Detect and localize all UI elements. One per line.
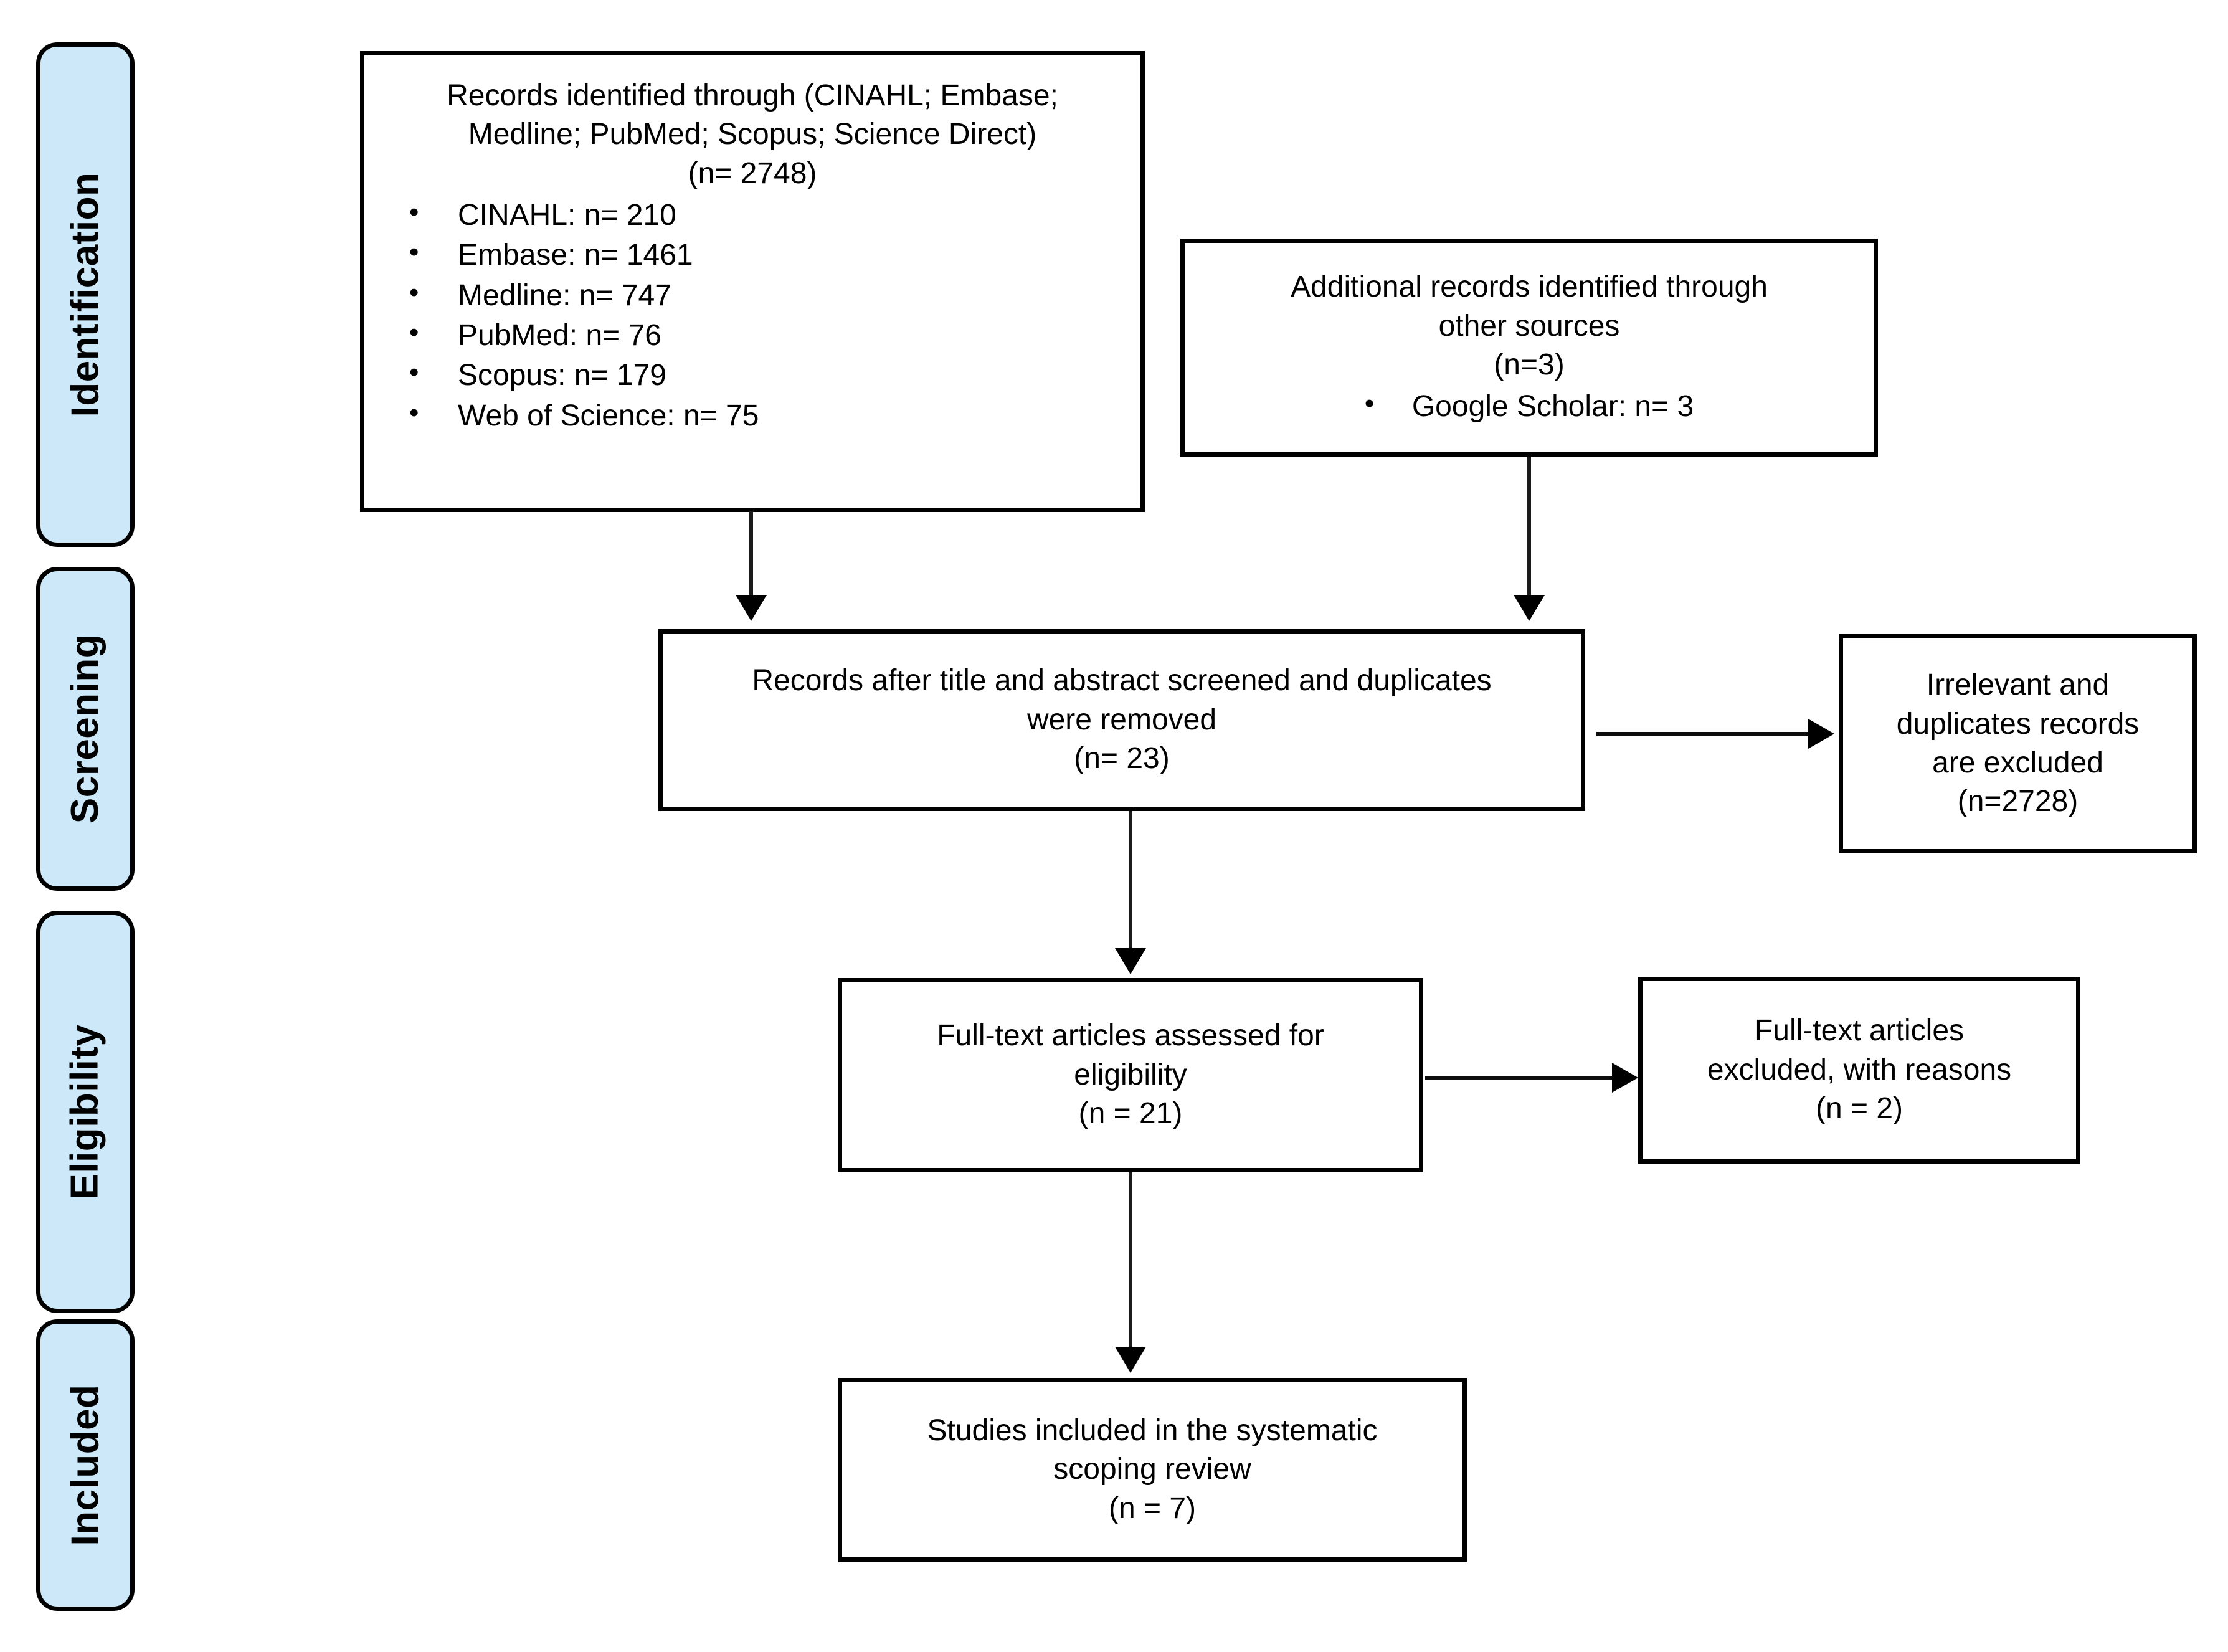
irrelevant-excluded-title: Irrelevant and duplicates records are ex… <box>1896 668 2140 779</box>
list-item: Embase: n= 1461 <box>409 234 1140 275</box>
fulltext-excluded-title: Full-text articles excluded, with reason… <box>1707 1014 2012 1086</box>
fulltext-excluded-count: (n = 2) <box>1815 1092 1903 1126</box>
fulltext-assessed-count: (n = 21) <box>1078 1097 1183 1131</box>
list-item: Scopus: n= 179 <box>409 354 1140 396</box>
list-item: PubMed: n= 76 <box>409 315 1140 356</box>
connector-screening-to-fulltext <box>1129 811 1132 951</box>
stage-label-identification: Identification <box>64 172 107 417</box>
records-identified-count: (n= 2748) <box>688 156 817 190</box>
connector-fulltext-to-included <box>1129 1172 1132 1350</box>
fulltext-assessed-title: Full-text articles assessed for eligibil… <box>937 1019 1324 1091</box>
irrelevant-excluded-count: (n=2728) <box>1957 785 2079 819</box>
arrowhead-additional-to-screening <box>1514 595 1545 621</box>
stage-pill-screening: Screening <box>36 567 135 891</box>
connector-records-to-screening <box>749 511 753 598</box>
connector-additional-to-screening <box>1527 457 1531 598</box>
arrowhead-fulltext-to-excluded <box>1612 1063 1638 1093</box>
additional-records-title: Additional records identified through ot… <box>1291 270 1768 343</box>
stage-pill-identification: Identification <box>36 42 135 547</box>
records-after-screening-title: Records after title and abstract screene… <box>752 664 1492 736</box>
arrowhead-fulltext-to-included <box>1115 1347 1146 1373</box>
box-records-identified: Records identified through (CINAHL; Emba… <box>360 51 1145 512</box>
box-fulltext-excluded: Full-text articles excluded, with reason… <box>1638 977 2080 1164</box>
arrowhead-screening-to-excluded <box>1808 719 1834 749</box>
list-item: Medline: n= 747 <box>409 275 1140 316</box>
records-after-screening-count: (n= 23) <box>1074 742 1170 776</box>
stage-label-included: Included <box>64 1384 107 1546</box>
box-irrelevant-excluded: Irrelevant and duplicates records are ex… <box>1839 634 2197 853</box>
records-identified-source-list: CINAHL: n= 210 Embase: n= 1461 Medline: … <box>364 194 1140 436</box>
box-records-after-screening: Records after title and abstract screene… <box>658 629 1585 811</box>
box-additional-records: Additional records identified through ot… <box>1180 239 1878 457</box>
box-studies-included: Studies included in the systematic scopi… <box>838 1378 1467 1562</box>
list-item: Web of Science: n= 75 <box>409 395 1140 436</box>
studies-included-title: Studies included in the systematic scopi… <box>927 1413 1378 1486</box>
connector-fulltext-to-excluded <box>1425 1076 1616 1080</box>
stage-pill-included: Included <box>36 1319 135 1611</box>
stage-label-screening: Screening <box>64 634 107 824</box>
list-item: CINAHL: n= 210 <box>409 194 1140 235</box>
additional-records-source-list: Google Scholar: n= 3 <box>1185 386 1874 427</box>
stage-pill-eligibility: Eligibility <box>36 911 135 1313</box>
additional-records-count: (n=3) <box>1494 348 1565 382</box>
connector-screening-to-excluded <box>1596 732 1813 736</box>
arrowhead-records-to-screening <box>736 595 767 621</box>
list-item: Google Scholar: n= 3 <box>1365 386 1694 427</box>
box-fulltext-assessed: Full-text articles assessed for eligibil… <box>838 978 1423 1172</box>
studies-included-count: (n = 7) <box>1108 1491 1197 1525</box>
records-identified-title: Records identified through (CINAHL; Emba… <box>447 79 1058 151</box>
stage-label-eligibility: Eligibility <box>64 1024 107 1200</box>
arrowhead-screening-to-fulltext <box>1115 948 1146 974</box>
